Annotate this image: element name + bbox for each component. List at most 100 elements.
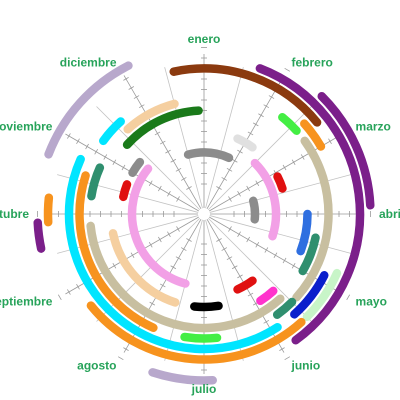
tick-marzo-7	[282, 164, 287, 171]
month-label-junio: junio	[291, 359, 321, 373]
arc-segment-1	[317, 92, 375, 210]
tick-diciembre-13	[123, 77, 129, 81]
tick-mayo-7	[282, 257, 287, 264]
tick-febrero-9	[258, 113, 264, 118]
tick-diciembre-3	[175, 167, 182, 172]
arc-segment-36	[249, 196, 260, 224]
tick-agosto-8	[149, 301, 156, 306]
tick-febrero-11	[268, 95, 275, 99]
tick-septiembre-12	[76, 283, 80, 290]
arc-segment-22	[123, 99, 179, 134]
tick-mayo-1	[228, 226, 232, 232]
tick-junio-13	[279, 347, 285, 351]
tick-agosto-2	[180, 247, 187, 251]
arc-segment-12	[64, 154, 282, 354]
arc-segment-4	[44, 61, 133, 159]
half-spoke-5	[207, 217, 312, 322]
tick-agosto-1	[186, 238, 192, 242]
tick-diciembre-6	[159, 140, 166, 145]
tick-diciembre-10	[138, 104, 145, 109]
tick-mayo-6	[273, 252, 278, 259]
arc-segment-27	[108, 229, 180, 307]
tick-noviembre-1	[176, 196, 180, 202]
tick-noviembre-10	[94, 148, 99, 155]
tick-noviembre-12	[76, 138, 80, 145]
arc-segment-25	[122, 106, 203, 149]
tick-junio-10	[263, 319, 270, 324]
arc-segment-24	[256, 286, 278, 306]
tick-mayo-14	[346, 294, 351, 301]
arc-segment-33	[250, 158, 281, 241]
tick-marzo-2	[237, 190, 241, 197]
tick-junio-2	[221, 247, 228, 251]
month-labels: enerofebreromarzoabrilmayojuniojulioagos…	[0, 32, 400, 396]
tick-diciembre-2	[180, 177, 187, 181]
tick-mayo-8	[291, 262, 296, 269]
tick-noviembre-2	[167, 190, 171, 197]
tick-febrero-8	[252, 122, 259, 127]
tick-septiembre-2	[167, 231, 171, 238]
month-label-agosto: agosto	[77, 359, 116, 373]
tick-septiembre-14	[57, 294, 62, 301]
arc-segment-10	[300, 119, 326, 151]
arc-segment-21	[87, 163, 105, 201]
tick-mayo-5	[264, 247, 269, 253]
arc-segment-15	[272, 297, 297, 319]
arc-segment-32	[128, 157, 145, 177]
tick-junio-1	[216, 238, 222, 242]
arc-segment-8	[302, 268, 342, 322]
arc-segment-14	[292, 136, 333, 302]
tick-febrero-4	[231, 158, 238, 163]
arc-segment-29	[273, 172, 287, 193]
tick-mayo-4	[255, 241, 260, 248]
tick-junio-4	[231, 265, 238, 270]
tick-diciembre-7	[154, 131, 161, 136]
tick-septiembre-6	[130, 252, 135, 259]
tick-mayo-3	[246, 236, 251, 243]
tick-febrero-2	[221, 177, 228, 181]
tick-noviembre-11	[85, 143, 89, 150]
tick-junio-14	[284, 356, 291, 361]
arc-segment-28	[233, 134, 257, 152]
tick-septiembre-8	[112, 262, 117, 269]
arc-segment-19	[298, 233, 320, 276]
arc-segment-13	[278, 112, 301, 135]
tick-agosto-3	[175, 256, 182, 261]
tick-marzo-9	[300, 154, 305, 160]
tick-marzo-4	[255, 180, 260, 187]
month-label-septiembre: septiembre	[0, 295, 53, 309]
month-label-diciembre: diciembre	[60, 55, 117, 69]
arc-segment-34	[127, 164, 190, 288]
tick-diciembre-1	[186, 186, 192, 190]
month-label-abril: abril	[379, 207, 400, 221]
arc-segment-17	[75, 171, 158, 332]
arc-segment-3	[33, 218, 46, 253]
tick-septiembre-1	[176, 226, 180, 232]
tick-noviembre-7	[121, 164, 126, 171]
arc-segment-16	[180, 332, 222, 343]
arc-segment-5	[255, 64, 365, 345]
tick-agosto-4	[170, 265, 177, 270]
tick-diciembre-11	[133, 95, 140, 99]
arc-segment-23	[296, 209, 312, 256]
tick-junio-5	[237, 274, 243, 279]
month-label-julio: julio	[191, 382, 217, 396]
tick-noviembre-4	[148, 180, 153, 187]
half-spoke-6	[205, 219, 244, 361]
tick-diciembre-12	[128, 86, 135, 90]
tick-noviembre-8	[112, 159, 117, 166]
tick-noviembre-13	[67, 133, 71, 139]
tick-febrero-3	[226, 167, 233, 172]
tick-marzo-12	[328, 138, 332, 145]
month-label-marzo: marzo	[356, 120, 391, 134]
tick-junio-3	[226, 256, 233, 261]
tick-agosto-13	[123, 347, 129, 351]
arc-segment-11	[290, 271, 329, 319]
tick-febrero-1	[216, 186, 222, 190]
month-label-mayo: mayo	[356, 295, 387, 309]
arc-segment-6	[43, 193, 54, 227]
arc-segment-7	[169, 64, 322, 127]
tick-agosto-6	[159, 283, 166, 288]
